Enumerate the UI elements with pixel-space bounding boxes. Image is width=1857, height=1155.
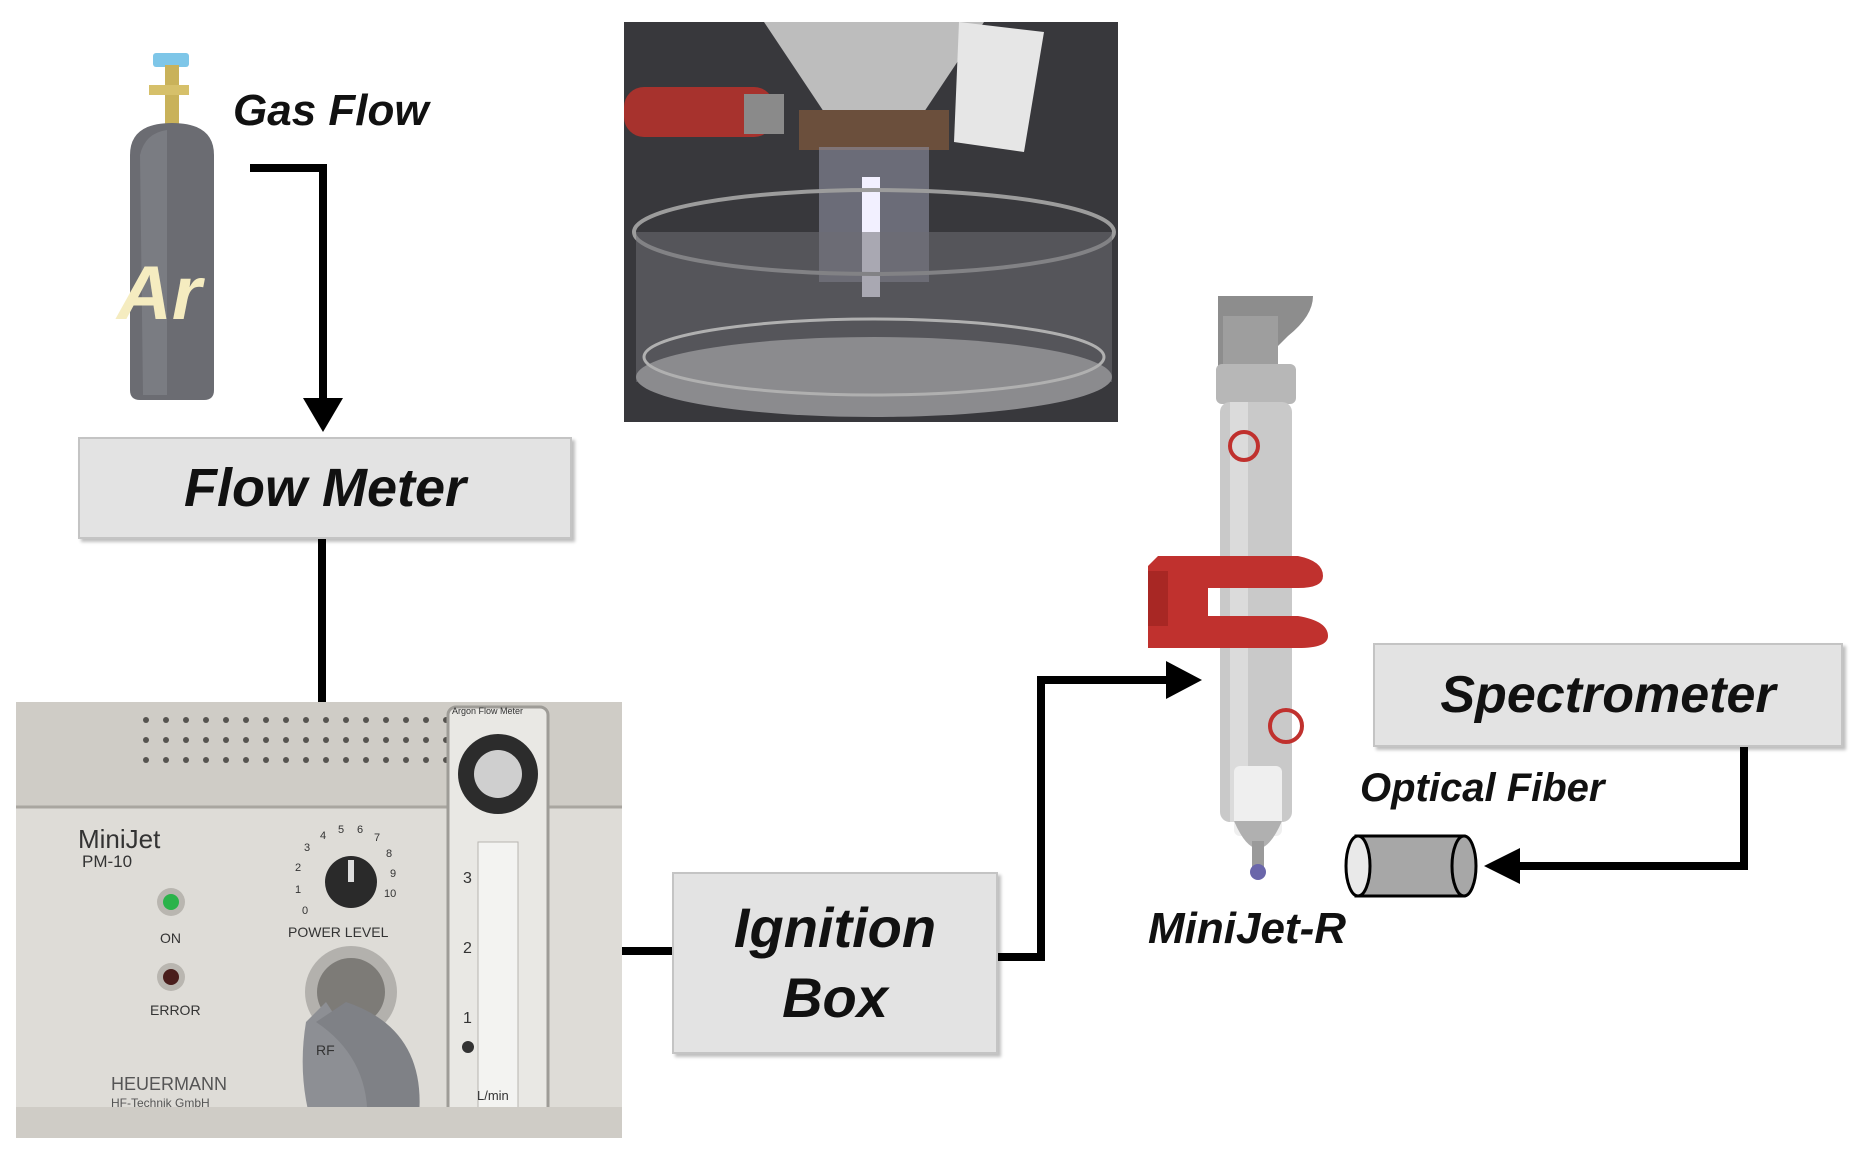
gas-flow-arrow xyxy=(250,164,327,405)
argon-cylinder-icon xyxy=(130,53,214,400)
plasma-jet-photo xyxy=(624,22,1118,422)
dial-number-8: 8 xyxy=(386,848,393,860)
flowmeter-scale-3: 3 xyxy=(463,870,472,887)
dial-number-0: 0 xyxy=(302,905,309,917)
minijet-pm10-photo: MiniJet PM-10 ON ERROR POWER LEVEL RF 0 … xyxy=(16,702,622,1138)
ignition-box-line2: Box xyxy=(782,966,888,1029)
dial-number-7: 7 xyxy=(374,832,381,844)
cylinder-label: Ar xyxy=(117,251,202,336)
ignition-minijet-arrow xyxy=(995,676,1170,961)
maker-sub-label: HF-Technik GmbH xyxy=(111,1096,210,1110)
flowmeter-title-label: Argon Flow Meter xyxy=(452,706,524,716)
minijet-r-label: MiniJet-R xyxy=(1148,904,1346,953)
dial-number-5: 5 xyxy=(338,824,345,836)
spectrometer-fiber-arrow xyxy=(1518,744,1748,870)
dial-number-9: 9 xyxy=(390,868,397,880)
ignition-box: Ignition Box xyxy=(672,872,998,1054)
optical-fiber-icon xyxy=(1344,834,1478,898)
ignition-box-line1: Ignition xyxy=(733,896,937,959)
power-level-label: POWER LEVEL xyxy=(288,924,389,940)
flow-meter-box: Flow Meter xyxy=(78,437,572,539)
device-model-label: PM-10 xyxy=(82,852,133,871)
rf-label: RF xyxy=(316,1042,335,1058)
optical-fiber-label: Optical Fiber xyxy=(1360,766,1605,810)
flowmeter-scale-2: 2 xyxy=(463,940,472,957)
flowmeter-unit-label: L/min xyxy=(477,1088,509,1103)
on-led-label: ON xyxy=(160,930,181,946)
dial-number-2: 2 xyxy=(295,862,302,874)
dial-number-4: 4 xyxy=(320,830,327,842)
spectrometer-fiber-arrowhead xyxy=(1484,848,1520,884)
minijet-r-photo xyxy=(1148,296,1328,880)
ignition-minijet-arrowhead xyxy=(1166,661,1202,699)
device-brand-label: MiniJet xyxy=(78,824,161,854)
spectrometer-box: Spectrometer xyxy=(1373,643,1843,747)
flowmeter-scale-1: 1 xyxy=(463,1010,472,1027)
maker-label: HEUERMANN xyxy=(111,1074,228,1094)
dial-number-3: 3 xyxy=(304,842,311,854)
gas-flow-arrowhead xyxy=(303,398,343,432)
dial-number-6: 6 xyxy=(357,824,364,836)
dial-number-10: 10 xyxy=(384,888,397,900)
error-led-label: ERROR xyxy=(150,1002,201,1018)
gas-flow-label: Gas Flow xyxy=(233,86,429,135)
dial-number-1: 1 xyxy=(295,884,302,896)
